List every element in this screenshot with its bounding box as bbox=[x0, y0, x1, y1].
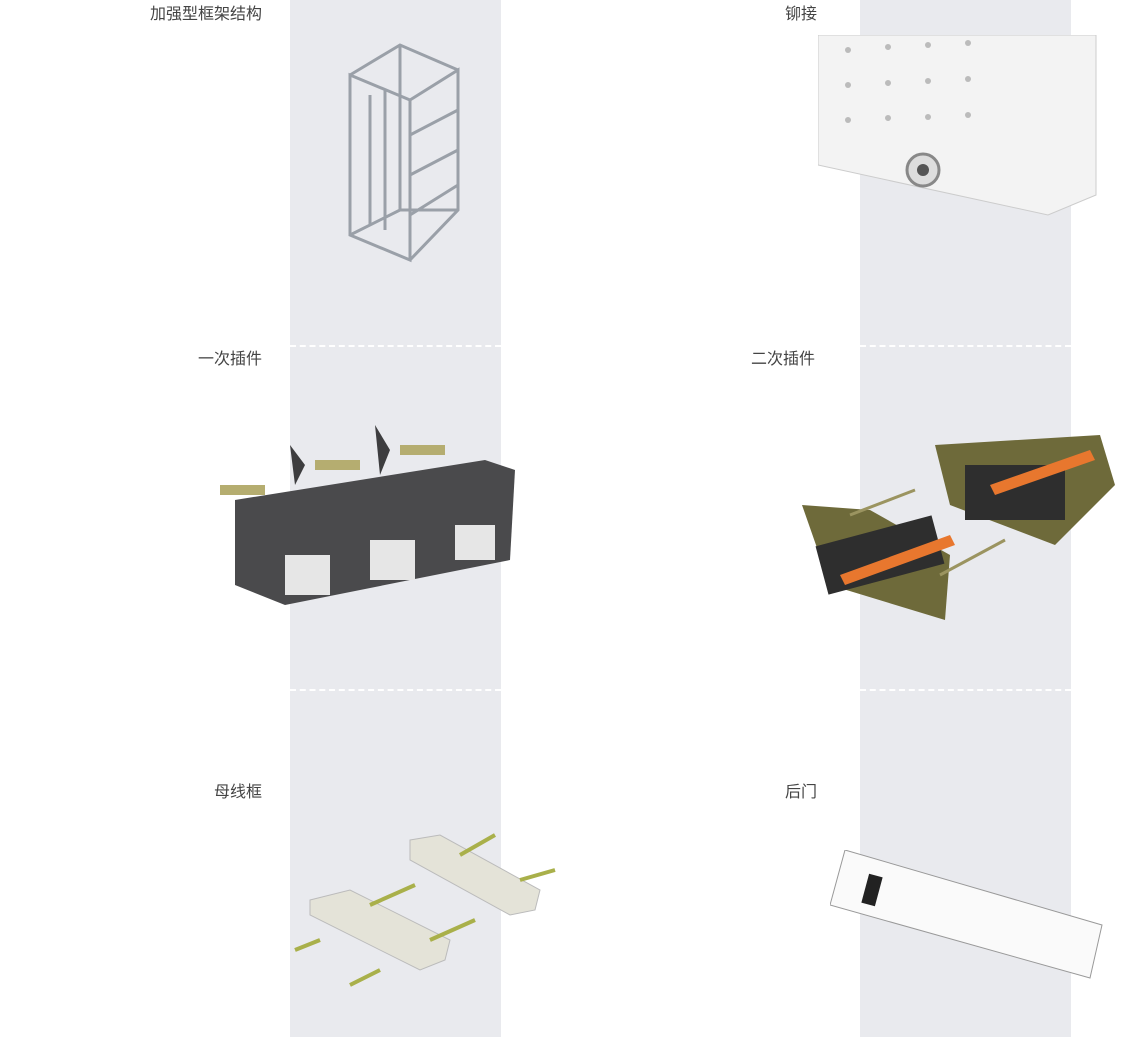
divider bbox=[290, 345, 501, 347]
frame-structure-image bbox=[348, 43, 460, 263]
feature-label-frame: 加强型框架结构 bbox=[149, 4, 262, 23]
divider bbox=[860, 689, 1071, 691]
primary-plug-image bbox=[220, 425, 515, 605]
feature-label-secondary-plug: 二次插件 bbox=[751, 349, 816, 368]
feature-label-rear-door: 后门 bbox=[785, 782, 818, 801]
feature-label-busbar: 母线框 bbox=[213, 782, 262, 801]
feature-label-rivet: 铆接 bbox=[785, 4, 818, 23]
divider bbox=[290, 689, 501, 691]
rear-door-image bbox=[830, 850, 1103, 979]
busbar-frame-image bbox=[294, 833, 556, 987]
secondary-plug-image bbox=[802, 435, 1115, 620]
divider bbox=[860, 345, 1071, 347]
riveted-panel-image bbox=[818, 35, 1097, 216]
feature-label-primary-plug: 一次插件 bbox=[197, 349, 262, 368]
